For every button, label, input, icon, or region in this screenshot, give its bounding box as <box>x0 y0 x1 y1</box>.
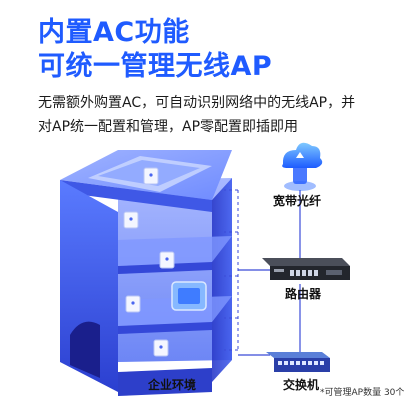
switch-device <box>266 352 330 372</box>
shelf-top-edge <box>60 180 212 212</box>
shelf-level-2-edge <box>118 322 212 334</box>
label-switch: 交换机 <box>283 378 320 392</box>
ap-units <box>123 167 175 357</box>
shelf-level-1 <box>118 236 232 266</box>
label-router: 路由器 <box>285 287 322 301</box>
ap-unit <box>159 251 175 269</box>
headline-line-1: 内置AC功能 <box>38 17 190 48</box>
description-line-2: 对AP统一配置和管理，AP零配置即插即用 <box>38 119 299 135</box>
shelf-arch-opening <box>70 321 100 378</box>
ap-unit <box>143 167 159 185</box>
solid-links <box>238 190 301 360</box>
display-panel-screen <box>178 288 200 304</box>
description-line-1: 无需额外购置AC，可自动识别网络中的无线AP，并 <box>38 95 356 111</box>
ap-unit <box>153 339 169 357</box>
ap-unit <box>125 295 141 313</box>
enterprise-shelf <box>60 150 232 396</box>
label-enterprise-environment: 企业环境 <box>148 378 197 392</box>
label-broadband: 宽带光纤 <box>273 194 322 208</box>
shelf-right-side <box>212 178 232 382</box>
ap-capacity-note: *可管理AP数量 30个 <box>320 388 404 398</box>
shelf-base <box>118 368 212 396</box>
cloud-icon <box>282 142 323 191</box>
ap-unit <box>123 211 139 229</box>
router-device <box>262 258 350 280</box>
headline-line-2: 可统一管理无线AP <box>38 51 273 82</box>
